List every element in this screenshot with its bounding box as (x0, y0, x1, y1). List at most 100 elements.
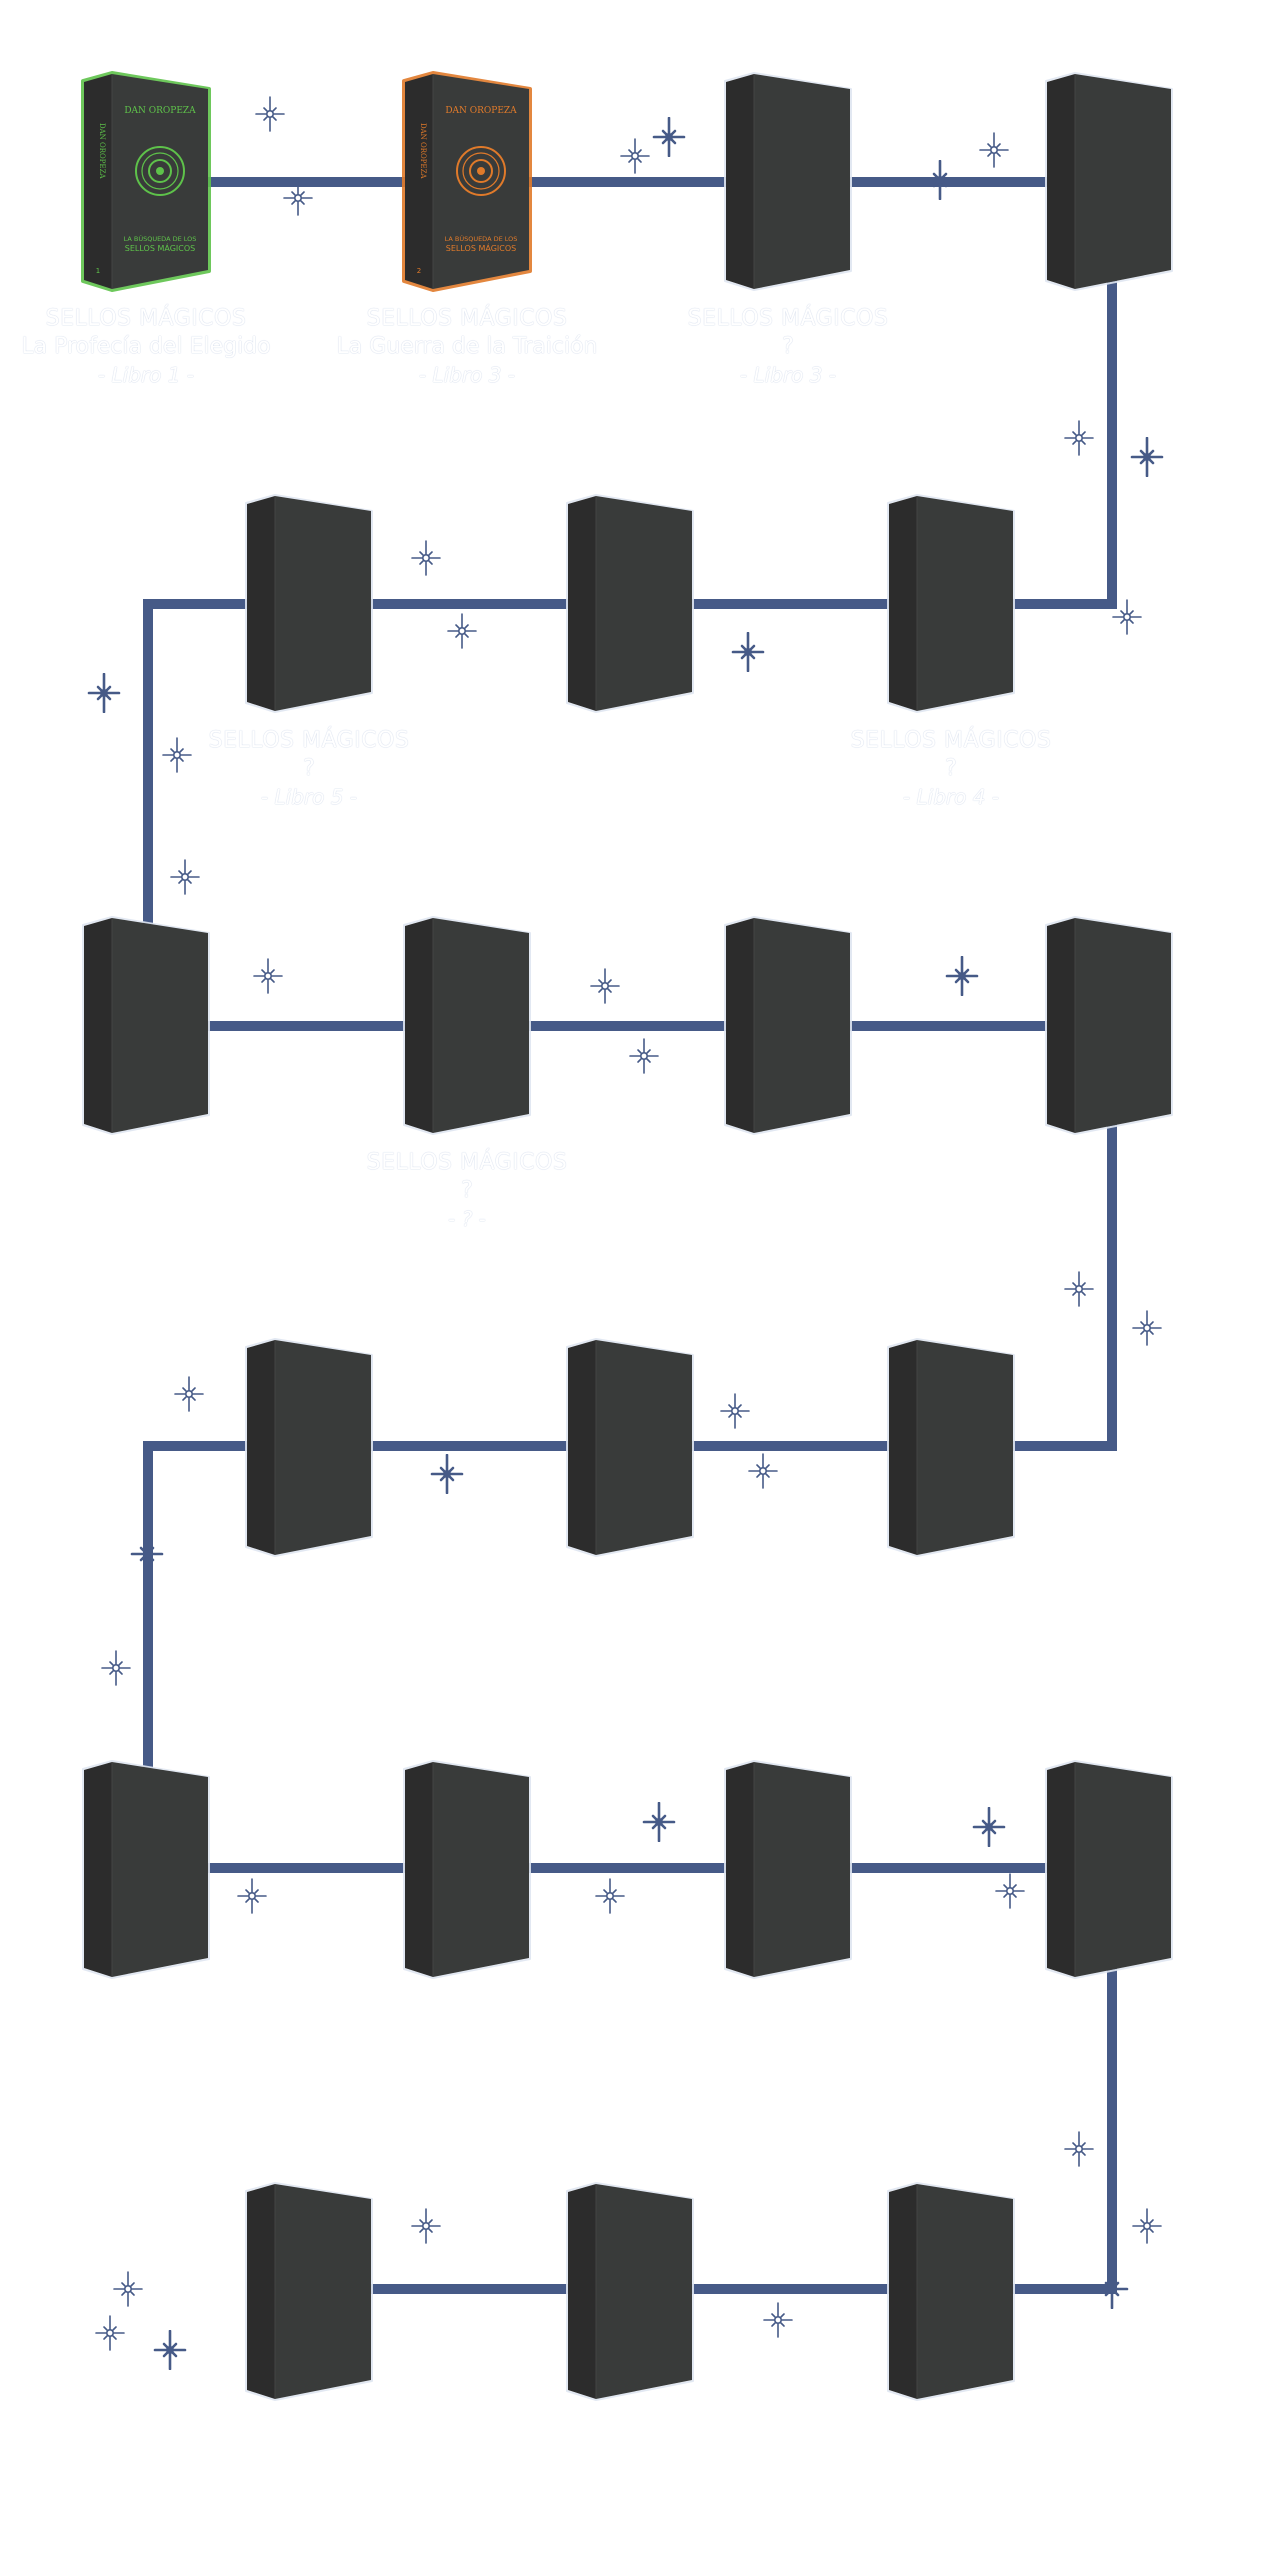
book-placeholder[interactable] (245, 2182, 373, 2401)
book-part (568, 2184, 596, 2399)
spine-author: DAN OROPEZA (98, 123, 106, 179)
sparkle-part (737, 1413, 742, 1418)
sparkle-hollow-icon (90, 2313, 130, 2353)
book-placeholder[interactable] (403, 916, 531, 1135)
sparkle-part (447, 613, 477, 649)
sparkle-part (728, 1413, 733, 1418)
sparkle-part (1064, 420, 1094, 456)
book-part (247, 496, 275, 711)
book-part (726, 918, 754, 1133)
book-part (917, 2184, 1013, 2399)
sparkle-part (605, 1891, 615, 1901)
sparkle-shape (629, 1038, 659, 1074)
sparkle-part (595, 1878, 625, 1914)
sparkle-part (411, 540, 441, 576)
sparkle-part (628, 158, 633, 163)
sparkle-part (178, 870, 183, 875)
book-part (403, 916, 531, 1135)
sparkle-part (629, 1038, 659, 1074)
sparkle-part (628, 149, 633, 154)
book-part (596, 2184, 692, 2399)
book-part (275, 496, 371, 711)
sparkle-shape (1095, 2269, 1129, 2309)
sparkle-part (464, 633, 469, 638)
book-placeholder[interactable] (724, 1760, 852, 1979)
sparkle-hollow-icon (406, 538, 446, 578)
sparkle-part (272, 107, 277, 112)
book-shape (566, 1338, 694, 1557)
sparkle-hollow-icon (624, 1036, 664, 1076)
sparkle-filled-icon (1092, 2269, 1132, 2309)
book-placeholder[interactable] (245, 494, 373, 713)
book-cover[interactable]: DAN OROPEZA LA BÚSQUEDA DE LOS SELLOS MÁ… (402, 71, 532, 292)
sparkle-hollow-icon (1107, 597, 1147, 637)
book-placeholder[interactable] (887, 494, 1015, 713)
sparkle-hollow-icon (406, 2206, 446, 2246)
book-placeholder[interactable] (566, 1338, 694, 1557)
sparkle-part (987, 143, 992, 148)
label-series: SELLOS MÁGICOS (366, 1150, 568, 1175)
book-placeholder[interactable] (887, 2182, 1015, 2401)
sparkle-part (1072, 440, 1077, 445)
sparkle-shape (979, 132, 1009, 168)
sparkle-shape (1064, 420, 1094, 456)
book-placeholder[interactable] (82, 1760, 210, 1979)
book-placeholder[interactable] (245, 1338, 373, 1557)
sparkle-part (987, 152, 992, 157)
cover-series-2: SELLOS MÁGICOS (125, 242, 195, 253)
sparkle-part (174, 1376, 204, 1412)
sparkle-hollow-icon (157, 735, 197, 775)
label-volume: - ? - (287, 1205, 647, 1233)
book-placeholder[interactable] (566, 2182, 694, 2401)
sparkle-shape (1132, 2208, 1162, 2244)
sparkle-part (1132, 1310, 1162, 1346)
sparkle-part (103, 2335, 108, 2340)
sparkle-part (646, 1049, 651, 1054)
book-cover[interactable]: DAN OROPEZA LA BÚSQUEDA DE LOS SELLOS MÁ… (81, 71, 211, 292)
sparkle-part (603, 1898, 608, 1903)
book-placeholder[interactable] (724, 72, 852, 291)
book-placeholder[interactable] (1045, 72, 1173, 291)
book-placeholder[interactable] (724, 916, 852, 1135)
sparkle-part (263, 116, 268, 121)
sparkle-part (101, 1650, 131, 1686)
book-placeholder[interactable] (1045, 1760, 1173, 1979)
book-placeholder[interactable] (1045, 916, 1173, 1135)
book-part (724, 916, 852, 1135)
sparkle-hollow-icon (585, 966, 625, 1006)
sparkle-part (1005, 1886, 1015, 1896)
sparkle-part (771, 2322, 776, 2327)
sparkle-part (179, 748, 184, 753)
book-part (889, 2184, 917, 2399)
sparkle-part (428, 2219, 433, 2224)
sparkle-part (130, 2282, 135, 2287)
book-placeholder[interactable] (887, 1338, 1015, 1557)
sparkle-part (300, 200, 305, 205)
book-placeholder[interactable] (403, 1760, 531, 1979)
sparkle-shape (130, 1534, 164, 1574)
sparkle-part (1132, 2208, 1162, 2244)
book-part (84, 918, 112, 1133)
sparkle-part (1072, 1291, 1077, 1296)
book-placeholder[interactable] (82, 916, 210, 1135)
sparkle-part (95, 2315, 125, 2351)
book-part (887, 1338, 1015, 1557)
sparkle-part (1081, 440, 1086, 445)
sparkle-part (1140, 2228, 1145, 2233)
book-part (135, 146, 185, 196)
book-part (566, 494, 694, 713)
sparkle-part (1072, 431, 1077, 436)
book-placeholder[interactable] (566, 494, 694, 713)
book-part (84, 1762, 112, 1977)
path-row-1 (146, 177, 1105, 187)
sparkle-shape (642, 1802, 676, 1842)
sparkle-part (170, 859, 200, 895)
sparkle-part (737, 1404, 742, 1409)
sparkle-part (773, 2315, 783, 2325)
sparkle-part (1072, 2142, 1077, 2147)
seal-emblem-icon (456, 146, 506, 196)
book-part (156, 167, 164, 175)
sparkle-part (464, 624, 469, 629)
book-part (84, 74, 112, 289)
sparkle-shape (595, 1878, 625, 1914)
